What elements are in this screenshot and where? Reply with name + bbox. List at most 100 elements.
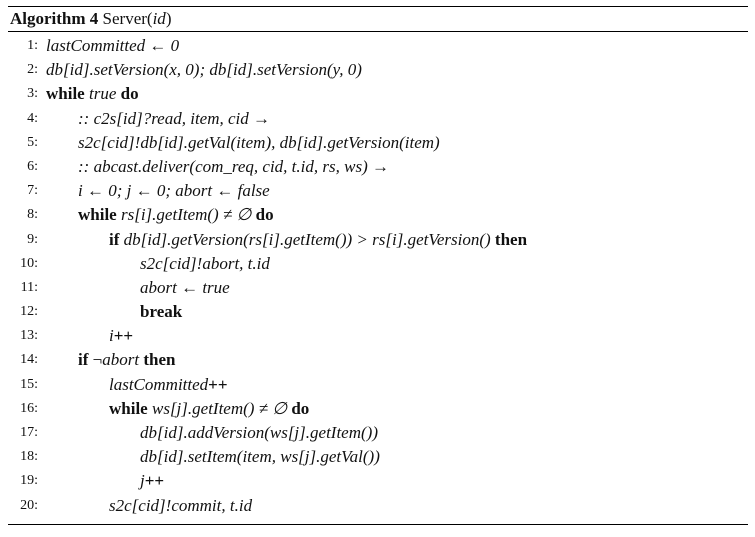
keyword: do xyxy=(120,84,139,104)
keyword: break xyxy=(140,302,183,322)
algorithm-line: 4::: c2s[id]?read, item, cid → xyxy=(8,107,748,131)
algorithm-lines: 1: lastCommitted ← 0 2: db[id].setVersion(x… xyxy=(8,32,748,524)
line-code: :: c2s[id]?read, item, cid → xyxy=(78,107,270,131)
code-text: lastCommitted ← 0 xyxy=(46,36,180,55)
algorithm-line: 10: s2c[cid]!abort, t.id xyxy=(8,252,748,276)
code-text: db[id].setItem(item, ws[j].getVal()) xyxy=(140,447,380,467)
code-text: db[id].getVersion(rs[i].getItem()) > rs[… xyxy=(119,229,495,249)
line-code: while ws[j].getItem() ≠ ∅ do xyxy=(109,397,309,421)
keyword: while xyxy=(46,84,85,104)
line-code: lastCommitted++ xyxy=(109,373,228,397)
line-code: while true do xyxy=(46,82,139,106)
code-text: rs[i].getItem() ≠ ∅ xyxy=(116,205,256,225)
keyword: while xyxy=(78,205,117,225)
line-number: 2: xyxy=(27,62,38,78)
code-text: ws[j].getItem() ≠ ∅ xyxy=(147,398,292,418)
line-code: db[id].setVersion(x, 0); db[id].setVersi… xyxy=(46,58,362,82)
bottom-rule xyxy=(8,523,748,525)
algorithm-line: 11: abort ← true xyxy=(8,276,748,300)
algorithm-block: Algorithm 4 Server(id) 1: lastCommitted ←… xyxy=(8,6,748,525)
algorithm-line: 14:if ¬abort then xyxy=(8,348,748,372)
line-number: 10: xyxy=(20,255,38,271)
algorithm-label: Algorithm 4 xyxy=(10,9,99,28)
keyword: if xyxy=(78,350,89,370)
code-text: i ← 0; j ← 0; abort ← false xyxy=(78,181,270,201)
code-text: abort xyxy=(102,350,144,370)
line-code: break xyxy=(140,300,182,324)
line-code: s2c[cid]!commit, t.id xyxy=(109,494,252,518)
algorithm-line: 5: s2c[cid]!db[id].getVal(item), db[id].g… xyxy=(8,131,748,155)
line-number: 15: xyxy=(20,376,38,392)
line-number: 9: xyxy=(27,231,38,247)
code-text: db[id].setVersion(x, 0); db[id].setVersi… xyxy=(46,60,362,80)
algorithm-line: 20: s2c[cid]!commit, t.id xyxy=(8,494,748,518)
algorithm-line: 7: i ← 0; j ← 0; abort ← false xyxy=(8,179,748,203)
algorithm-arg: id xyxy=(152,9,166,28)
code-text: :: abcast.deliver(com_req, cid, t.id, rs… xyxy=(78,156,389,176)
line-code: db[id].setItem(item, ws[j].getVal()) xyxy=(140,445,380,469)
keyword: do xyxy=(291,398,310,418)
code-text: true xyxy=(84,84,121,104)
line-number: 5: xyxy=(27,134,38,150)
algorithm-name: Server( xyxy=(102,9,153,28)
line-code: if ¬abort then xyxy=(78,348,175,372)
code-text: i xyxy=(109,326,114,346)
code-text: :: c2s[id]?read, item, cid → xyxy=(78,108,271,128)
line-number: 19: xyxy=(20,473,38,489)
line-code: j++ xyxy=(140,469,164,493)
line-code: i ← 0; j ← 0; abort ← false xyxy=(78,179,270,203)
keyword: while xyxy=(109,398,148,418)
caption-rule xyxy=(8,31,748,32)
algorithm-line: 15: lastCommitted++ xyxy=(8,373,748,397)
line-number: 8: xyxy=(27,207,38,223)
line-number: 1: xyxy=(27,38,38,53)
line-number: 17: xyxy=(20,425,38,440)
code-text: j xyxy=(140,471,145,491)
code-text: abort ← true xyxy=(140,277,230,297)
algorithm-line: 17: db[id].addVersion(ws[j].getItem()) xyxy=(8,421,748,445)
code-text: lastCommitted xyxy=(109,374,209,394)
line-code: s2c[cid]!db[id].getVal(item), db[id].get… xyxy=(78,131,440,155)
line-number: 6: xyxy=(27,158,38,174)
line-number: 11: xyxy=(20,279,38,295)
line-number: 3: xyxy=(27,86,38,102)
keyword: then xyxy=(143,350,176,370)
keyword: if xyxy=(109,229,120,249)
line-number: 7: xyxy=(27,183,38,199)
line-code: db[id].addVersion(ws[j].getItem()) xyxy=(140,421,378,445)
line-code: s2c[cid]!abort, t.id xyxy=(140,252,270,276)
algorithm-line: 8: while rs[i].getItem() ≠ ∅ do xyxy=(8,203,748,227)
algorithm-line: 12: break xyxy=(8,300,748,324)
top-rule xyxy=(8,6,748,7)
line-code: :: abcast.deliver(com_req, cid, t.id, rs… xyxy=(78,155,389,179)
line-number: 13: xyxy=(20,328,38,344)
keyword: ++ xyxy=(144,471,165,491)
algorithm-line: 13: i++ xyxy=(8,324,748,348)
code-text: s2c[cid]!abort, t.id xyxy=(140,253,270,273)
algorithm-line: 2: db[id].setVersion(x, 0); db[id].setVer… xyxy=(8,58,748,82)
line-code: i++ xyxy=(109,324,133,348)
line-code: lastCommitted ← 0 xyxy=(46,34,179,58)
line-code: if db[id].getVersion(rs[i].getItem()) > … xyxy=(109,228,527,252)
algorithm-line: 6::: abcast.deliver(com_req, cid, t.id, … xyxy=(8,155,748,179)
line-number: 16: xyxy=(20,400,38,416)
code-text: db[id].addVersion(ws[j].getItem()) xyxy=(140,423,378,442)
algorithm-line: 3: while true do xyxy=(8,82,748,106)
keyword: then xyxy=(494,229,528,249)
code-text: ¬ xyxy=(88,350,103,370)
keyword: ++ xyxy=(113,326,134,346)
keyword: do xyxy=(255,205,274,225)
code-text: s2c[cid]!commit, t.id xyxy=(109,495,253,515)
algorithm-line: 1: lastCommitted ← 0 xyxy=(8,34,748,58)
algorithm-line: 19: j++ xyxy=(8,469,748,493)
line-code: abort ← true xyxy=(140,276,230,300)
keyword: ++ xyxy=(208,374,228,394)
algorithm-caption: Algorithm 4 Server(id) xyxy=(8,7,748,31)
code-text: s2c[cid]!db[id].getVal(item), db[id].get… xyxy=(78,132,440,152)
line-code: while rs[i].getItem() ≠ ∅ do xyxy=(78,203,274,227)
line-number: 4: xyxy=(27,110,38,126)
algorithm-line: 9: if db[id].getVersion(rs[i].getItem()) … xyxy=(8,228,748,252)
line-number: 12: xyxy=(20,304,38,320)
algorithm-line: 16: while ws[j].getItem() ≠ ∅ do xyxy=(8,397,748,421)
line-number: 20: xyxy=(20,497,38,513)
